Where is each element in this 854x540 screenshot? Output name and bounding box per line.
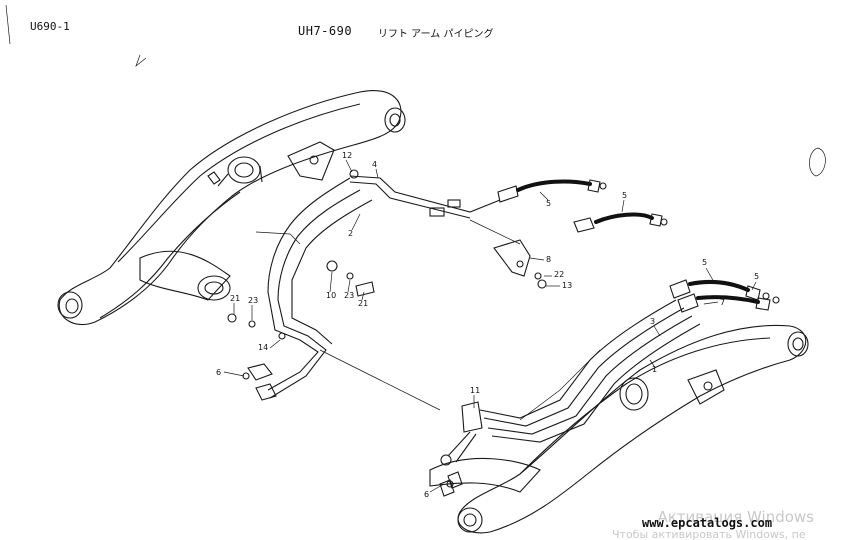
- callout-12: 12: [342, 151, 352, 160]
- callout-21: 21: [230, 294, 240, 303]
- callout-5: 5: [754, 272, 759, 281]
- callout-5: 5: [702, 258, 707, 267]
- callout-6: 6: [216, 368, 221, 377]
- fasteners: [227, 169, 547, 488]
- right-lift-arm: [429, 324, 809, 534]
- callout-23: 23: [248, 296, 258, 305]
- callout-labels: 12 4 5 5 2 8 22 13 10 23 21 21 23 14 6 1…: [216, 151, 759, 499]
- callout-10: 10: [326, 291, 336, 300]
- callout-6: 6: [424, 490, 429, 499]
- site-url[interactable]: www.epcatalogs.com: [642, 516, 773, 530]
- left-lift-arm: [57, 90, 406, 326]
- callout-5: 5: [546, 199, 551, 208]
- callout-11: 11: [470, 386, 480, 395]
- callout-1: 1: [652, 365, 657, 374]
- callout-22: 22: [554, 270, 564, 279]
- left-hydraulic-pipes: [247, 175, 501, 401]
- callout-7: 7: [720, 298, 725, 307]
- callout-5: 5: [622, 191, 627, 200]
- upper-hoses: [497, 179, 668, 233]
- right-hydraulic-pipes: [439, 299, 701, 497]
- windows-activation-watermark: Активация Windows: [657, 508, 814, 526]
- part-code: UH7-690: [298, 24, 353, 38]
- callout-23: 23: [344, 291, 354, 300]
- windows-activation-subtext: Чтобы активировать Windows, пе: [612, 528, 806, 540]
- callout-3: 3: [650, 317, 655, 326]
- callout-13: 13: [562, 281, 572, 290]
- callout-14: 14: [258, 343, 268, 352]
- callout-2: 2: [348, 229, 353, 238]
- callout-4: 4: [372, 160, 377, 169]
- diagram-title: リフト アーム パイピング: [378, 29, 494, 40]
- callout-8: 8: [546, 255, 551, 264]
- callout-21: 21: [358, 299, 368, 308]
- sheet-code: U690-1: [30, 20, 70, 33]
- callout-leaders: [223, 159, 757, 493]
- right-hoses: [669, 279, 780, 313]
